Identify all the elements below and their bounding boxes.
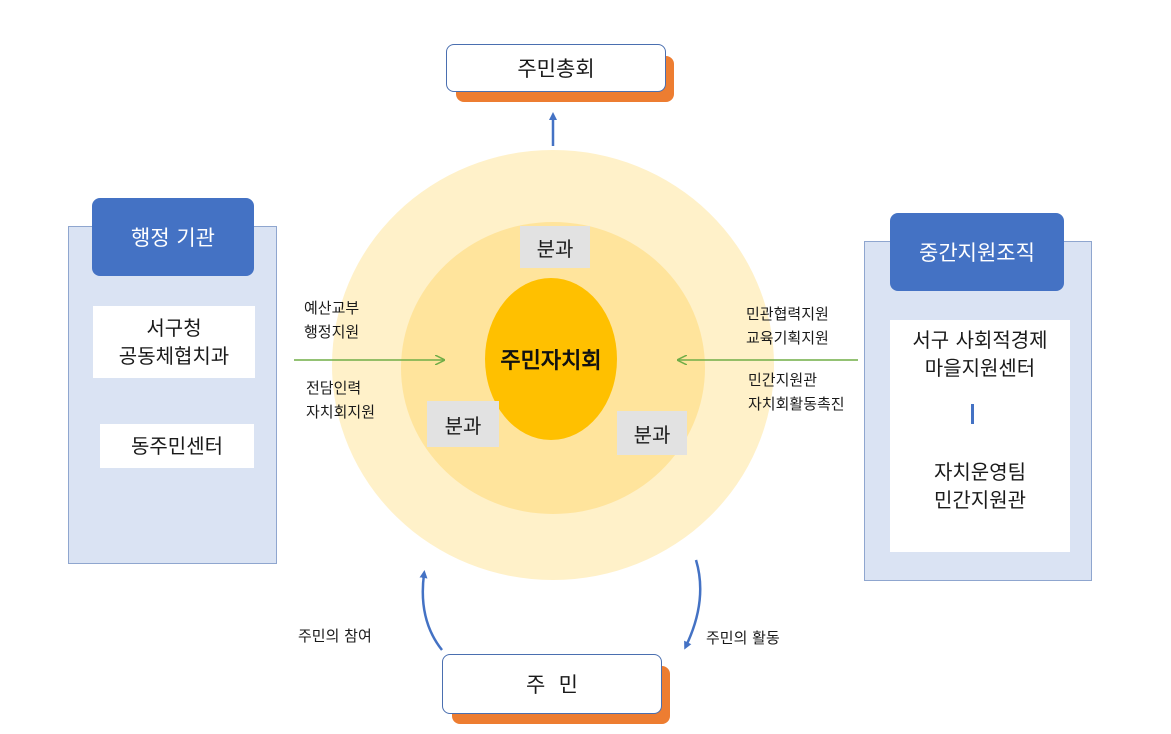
right-box-line3: 자치운영팀: [934, 460, 1026, 484]
right-panel-header-label: 중간지원조직: [919, 241, 1035, 265]
left-box2-label: 동주민센터: [131, 434, 223, 458]
left-panel-box-1: 서구청 공동체협치과: [93, 306, 255, 378]
subgroup-right: 분과: [617, 411, 687, 455]
right-below-line2: 자치회활동촉진: [748, 395, 845, 413]
arrow-activity: [684, 559, 702, 650]
core-node: 주민자치회: [485, 278, 617, 440]
left-panel-box-2: 동주민센터: [100, 424, 254, 468]
right-panel-separator: [971, 404, 974, 424]
left-panel: [68, 226, 277, 564]
subgroup-right-label: 분과: [633, 422, 671, 447]
left-below-line1: 전담인력: [306, 379, 362, 397]
arrow-participation: [419, 570, 443, 651]
subgroup-left: 분과: [427, 401, 499, 447]
subgroup-top: 분과: [520, 226, 590, 268]
bottom-box: 주 민: [442, 654, 662, 714]
left-arrow-label-below: 전담인력 자치회지원: [306, 376, 375, 424]
subgroup-top-label: 분과: [536, 236, 574, 261]
right-below-line1: 민간지원관: [748, 371, 818, 389]
curve-label-participation: 주민의 참여: [298, 627, 372, 645]
subgroup-left-label: 분과: [444, 413, 482, 438]
right-box-line1: 서구 사회적경제: [912, 328, 1048, 352]
left-above-line2: 행정지원: [304, 323, 360, 341]
right-above-line1: 민관협력지원: [746, 305, 829, 323]
right-box-line4: 민간지원관: [934, 488, 1026, 512]
right-box-line2: 마을지원센터: [924, 356, 1036, 380]
left-box1-line2: 공동체협치과: [118, 344, 230, 368]
left-above-line1: 예산교부: [304, 299, 360, 317]
left-arrow-label-above: 예산교부 행정지원: [304, 296, 359, 344]
bottom-box-label: 주 민: [526, 673, 578, 697]
left-panel-header: 행정 기관: [92, 198, 254, 276]
right-panel-header: 중간지원조직: [890, 213, 1064, 291]
left-panel-header-label: 행정 기관: [131, 226, 215, 250]
left-below-line2: 자치회지원: [306, 403, 376, 421]
right-arrow-label-above: 민관협력지원 교육기획지원: [746, 302, 829, 350]
right-panel-box: 서구 사회적경제 마을지원센터 자치운영팀 민간지원관: [890, 320, 1070, 552]
right-above-line2: 교육기획지원: [746, 329, 829, 347]
top-box-label: 주민총회: [517, 57, 595, 81]
left-box1-line1: 서구청: [146, 316, 202, 340]
curve-label-activity: 주민의 활동: [706, 629, 780, 647]
right-arrow-label-below: 민간지원관 자치회활동촉진: [748, 368, 845, 416]
core-label: 주민자치회: [500, 349, 602, 374]
top-box: 주민총회: [446, 44, 666, 92]
